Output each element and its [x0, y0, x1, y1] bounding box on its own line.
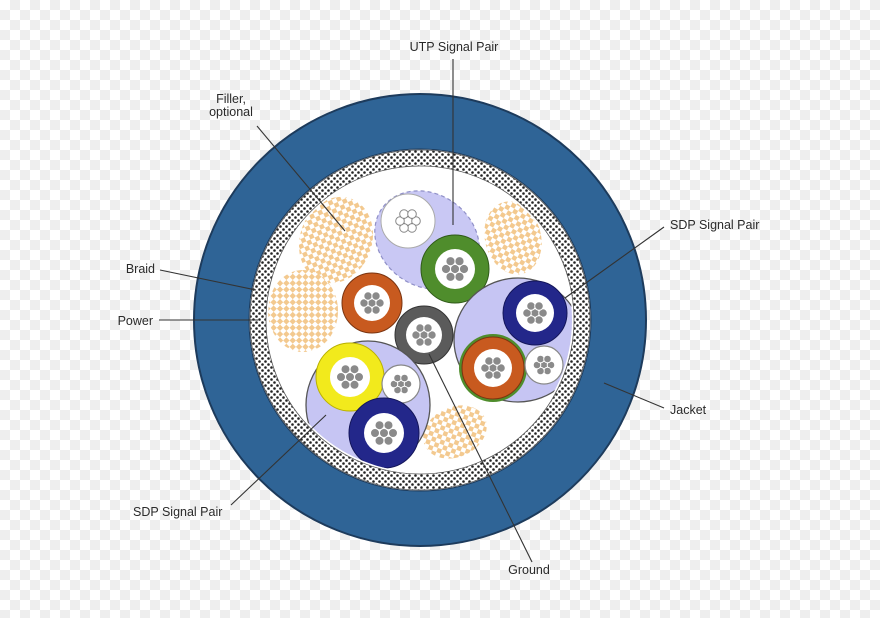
conductor-bundle [411, 323, 437, 347]
conductor-bundle [395, 209, 421, 233]
label-ground: Ground [508, 563, 550, 577]
leader-jacket [603, 382, 665, 409]
filler [268, 270, 338, 352]
braid-outline-inner [265, 165, 575, 475]
leader-braid [159, 269, 257, 291]
filler [298, 196, 374, 284]
conductor-bundle [480, 356, 506, 380]
label-filler-line1: Filler, [216, 92, 246, 106]
conductor-bundle [359, 291, 385, 315]
filler [423, 405, 487, 459]
leader-sdp-signal-pair-right [564, 226, 665, 299]
leader-filler [256, 125, 346, 232]
conductor-bundle [522, 301, 548, 325]
filler [484, 201, 542, 275]
label-power: Power [118, 314, 153, 328]
label-filler-line2: optional [209, 105, 253, 119]
conductor-bundle [336, 364, 364, 390]
conductor-bundle [370, 420, 398, 446]
conductor-bundle [389, 373, 413, 395]
leader-ground [428, 353, 533, 563]
label-sdp-signal-pair-right: SDP Signal Pair [670, 218, 759, 232]
conductor-bundle [532, 354, 556, 376]
leader-sdp-signal-pair-left [230, 414, 327, 506]
label-braid: Braid [126, 262, 155, 276]
conductor-bundle [440, 256, 470, 282]
label-sdp-signal-pair-left: SDP Signal Pair [133, 505, 222, 519]
label-jacket: Jacket [670, 403, 707, 417]
label-utp-signal-pair: UTP Signal Pair [410, 40, 499, 54]
